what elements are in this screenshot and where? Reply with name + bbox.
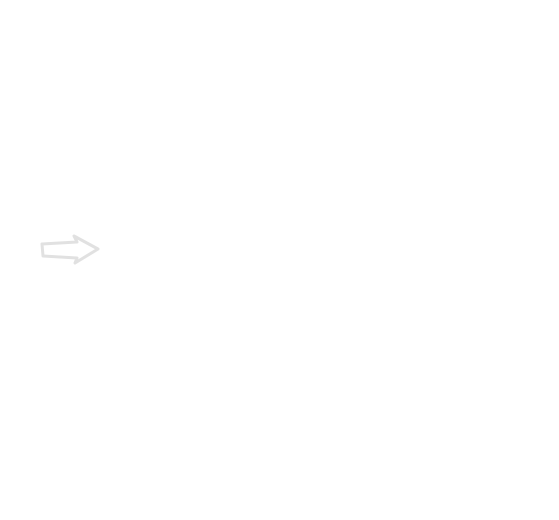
right-arrow-outline [40,234,100,265]
right-arrow-icon [40,234,100,266]
